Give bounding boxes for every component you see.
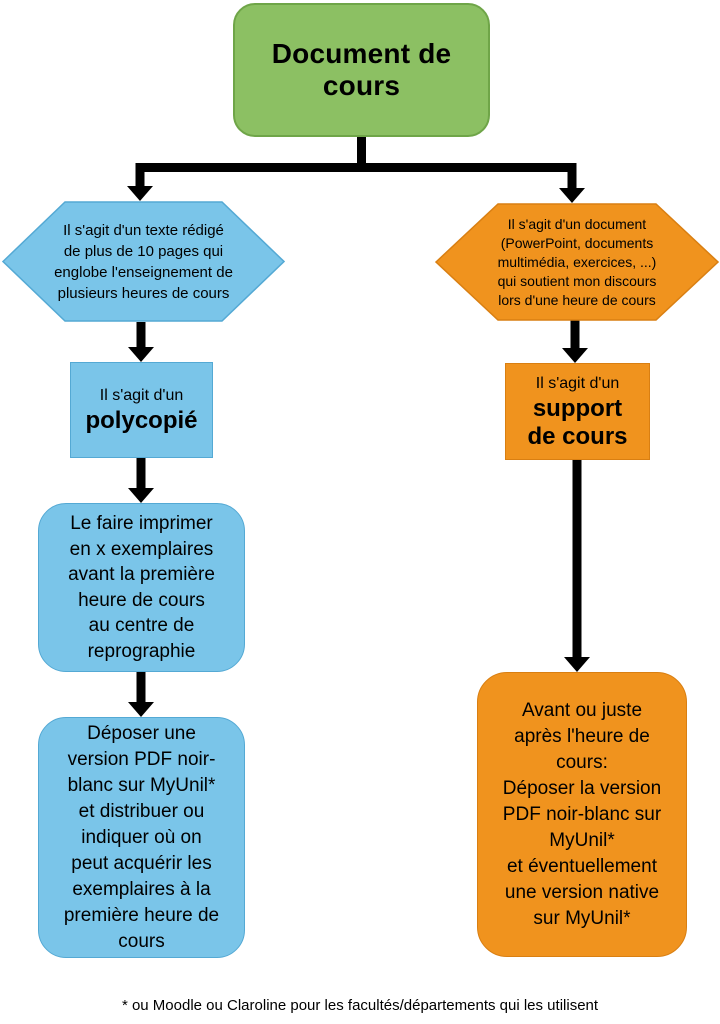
support-intro-text: Il s'agit d'un bbox=[535, 374, 620, 392]
node-polycopie: Il s'agit d'un polycopié bbox=[70, 362, 213, 458]
footnote-asterisk-note: * ou Moodle ou Claroline pour les facult… bbox=[121, 997, 599, 1014]
polycopie-intro-text: Il s'agit d'un bbox=[99, 387, 184, 404]
node-deposer-pdf-step-right: Avant ou juste après l'heure de cours: D… bbox=[477, 672, 687, 957]
node-document-de-cours: Document de cours bbox=[233, 3, 490, 137]
imprimer-step-text: Le faire imprimer en x exemplaires avant… bbox=[68, 513, 215, 662]
left-condition-text: Il s'agit d'un texte rédigé de plus de 1… bbox=[54, 221, 233, 302]
node-support-de-cours: Il s'agit d'un support de cours bbox=[505, 363, 650, 460]
deposer-pdf-right-text: Avant ou juste après l'heure de cours: D… bbox=[502, 699, 662, 929]
right-condition-text: Il s'agit d'un document (PowerPoint, doc… bbox=[497, 215, 657, 308]
support-emphasis-text: support de cours bbox=[527, 394, 628, 450]
node-imprimer-step: Le faire imprimer en x exemplaires avant… bbox=[38, 503, 245, 672]
node-right-condition-hexagon: Il s'agit d'un document (PowerPoint, doc… bbox=[435, 203, 719, 321]
node-left-condition-hexagon: Il s'agit d'un texte rédigé de plus de 1… bbox=[2, 201, 285, 322]
root-node-label: Document de cours bbox=[271, 38, 452, 101]
hexagon-shape-blue bbox=[2, 201, 285, 322]
deposer-pdf-left-text: Déposer une version PDF noir- blanc sur … bbox=[63, 722, 220, 952]
node-deposer-pdf-step-left: Déposer une version PDF noir- blanc sur … bbox=[38, 717, 245, 958]
polycopie-emphasis-text: polycopié bbox=[85, 407, 198, 434]
hexagon-shape-orange bbox=[435, 203, 719, 321]
